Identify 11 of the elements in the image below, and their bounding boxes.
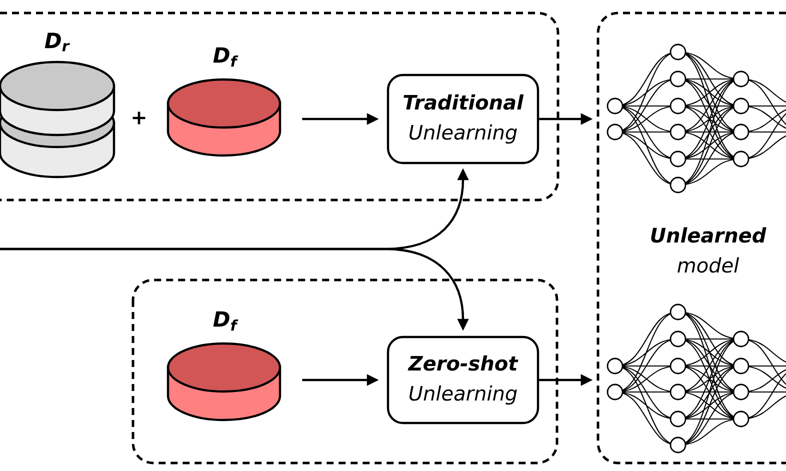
- process-box: Traditional Unlearning: [386, 74, 540, 164]
- node-label: D$_{f}$: [213, 47, 238, 67]
- process-box: Zero-shot Unlearning: [386, 336, 540, 424]
- node-label: D$_{f}$: [213, 311, 238, 331]
- node-label: D$_{r}$: [44, 32, 70, 52]
- dashed-group-box: [132, 278, 558, 464]
- database-cylinder: D$_{f}$: [166, 311, 282, 422]
- plus-sign: +: [132, 112, 146, 124]
- database-stack: D$_{r}$: [0, 32, 116, 178]
- database-cylinder: D$_{f}$: [166, 47, 282, 157]
- dashed-group-box: [0, 12, 560, 202]
